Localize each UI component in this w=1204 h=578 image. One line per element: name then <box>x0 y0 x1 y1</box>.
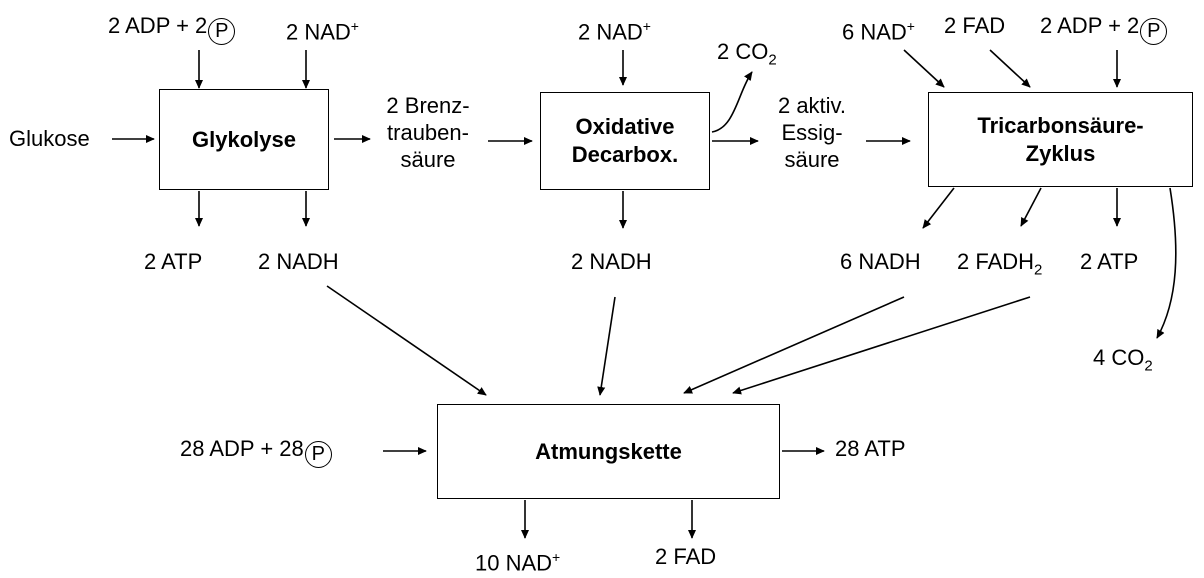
phosphate-icon: P <box>208 18 236 45</box>
tca-output-co2: 4 CO2 <box>1093 345 1153 375</box>
phosphate-icon: P <box>1140 18 1168 45</box>
arrow-tca-nadh-to-atmung <box>683 296 905 394</box>
aktivierte-essigsaeure-label: 2 aktiv. Essig- säure <box>777 93 847 172</box>
arrow-oxidative-to-co2 <box>711 71 753 133</box>
tca-output-nadh: 6 NADH <box>840 249 921 274</box>
arrow-fad-to-tca <box>989 49 1031 88</box>
atmungskette-output-atp: 28 ATP <box>835 436 906 461</box>
arrow-nad-to-tca <box>903 49 945 88</box>
arrow-glyko-nadh-to-atmung <box>326 285 487 396</box>
arrow-tca-fadh-to-atmung <box>732 296 1031 395</box>
glykolyse-title: Glykolyse <box>192 126 296 152</box>
tca-output-atp: 2 ATP <box>1080 249 1139 274</box>
arrow-tca-to-nadh <box>922 187 955 229</box>
tca-title-line1: Tricarbonsäure- <box>977 112 1144 138</box>
glykolyse-input-nad: 2 NAD+ <box>286 18 359 45</box>
tca-input-nad: 6 NAD+ <box>842 18 915 45</box>
oxidative-title-line2: Decarbox. <box>571 142 679 167</box>
oxidative-output-nadh: 2 NADH <box>571 249 652 274</box>
atmungskette-output-fad: 2 FAD <box>655 544 717 569</box>
glykolyse-output-nadh: 2 NADH <box>258 249 339 274</box>
oxidative-decarbox-box: Oxidative Decarbox. <box>540 92 710 190</box>
glykolyse-output-atp: 2 ATP <box>144 249 203 274</box>
oxidative-title-line1: Oxidative <box>575 114 675 139</box>
atmungskette-box: Atmungskette <box>437 404 780 499</box>
brenztraubensaeure-label: 2 Brenz- trauben- säure <box>386 93 470 172</box>
glykolyse-box: Glykolyse <box>159 89 329 190</box>
arrow-oxi-nadh-to-atmung <box>597 296 616 396</box>
tca-box: Tricarbonsäure- Zyklus <box>928 92 1193 187</box>
atmungskette-title: Atmungskette <box>535 438 682 464</box>
glukose-label: Glukose <box>9 126 90 151</box>
atmungskette-output-nad: 10 NAD+ <box>475 549 561 576</box>
arrow-tca-to-co2 <box>1156 187 1177 339</box>
arrow-tca-to-fadh <box>1020 187 1042 227</box>
tca-output-fadh2: 2 FADH2 <box>957 249 1043 279</box>
phosphate-icon: P <box>304 441 332 468</box>
oxidative-output-co2: 2 CO2 <box>717 39 777 69</box>
tca-input-fad: 2 FAD <box>944 13 1006 38</box>
tca-title-line2: Zyklus <box>1025 140 1096 166</box>
oxidative-input-nad: 2 NAD+ <box>578 18 651 45</box>
